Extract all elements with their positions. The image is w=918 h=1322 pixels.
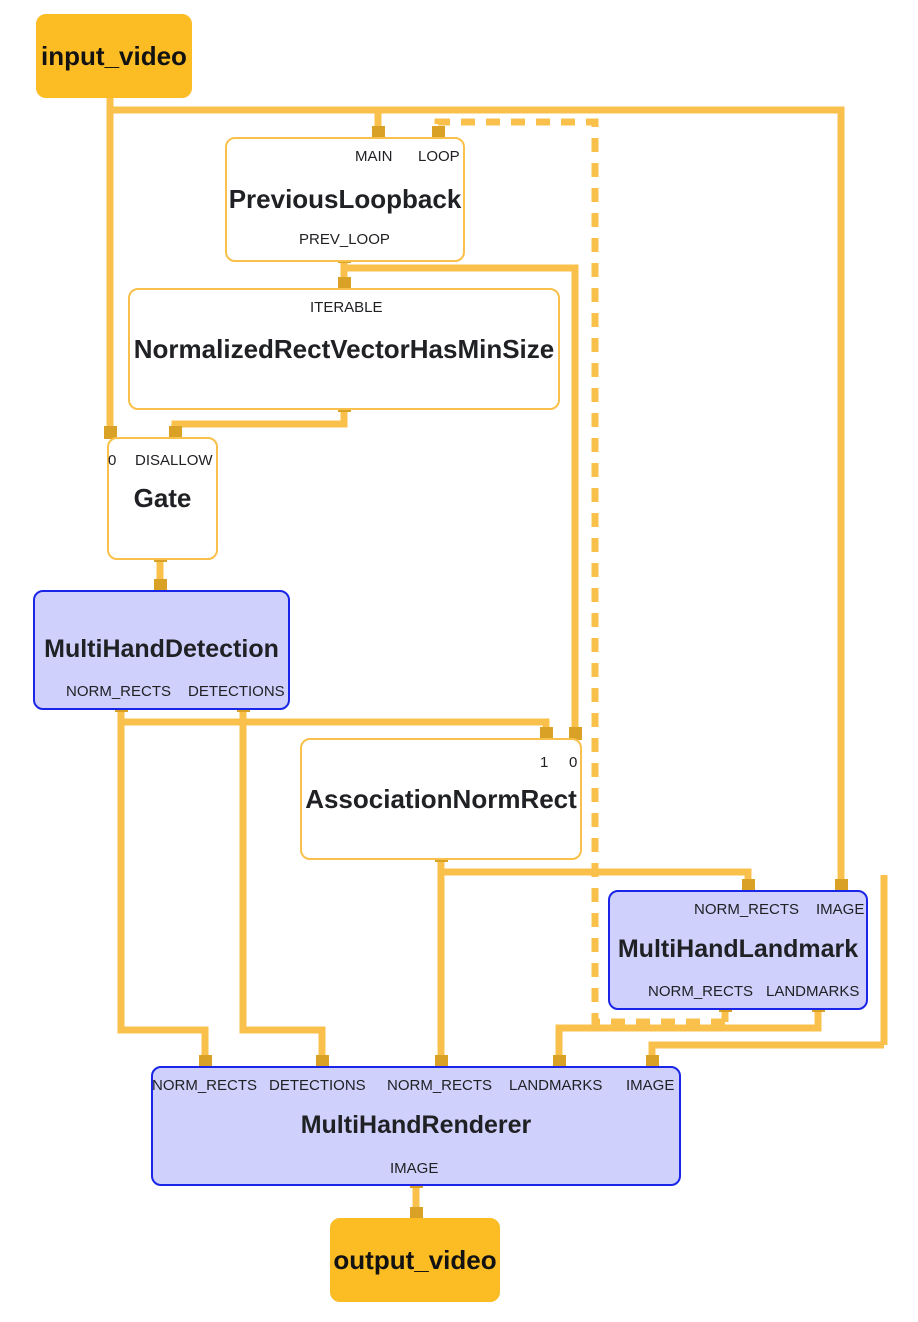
node-min_size[interactable]: NormalizedRectVectorHasMinSize xyxy=(128,288,560,410)
port-renderer-detections-in[interactable] xyxy=(315,1054,329,1068)
port-label-detection-NORM_RECTS: NORM_RECTS xyxy=(66,683,172,700)
node-assoc[interactable]: AssociationNormRect xyxy=(300,738,582,860)
port-label-renderer-DETECTIONS: DETECTIONS xyxy=(269,1077,366,1094)
port-label-assoc-1: 1 xyxy=(540,754,549,771)
node-landmark[interactable]: MultiHandLandmark xyxy=(608,890,868,1010)
node-label-gate: Gate xyxy=(133,483,192,514)
edge-input_video-to-prevloop-main xyxy=(106,96,382,132)
port-label-prev_loop-MAIN: MAIN xyxy=(355,148,393,165)
port-minsize-iterable-in[interactable] xyxy=(337,276,351,290)
port-label-renderer-IMAGE_OUT: IMAGE xyxy=(390,1160,439,1177)
port-renderer-landmarks-in[interactable] xyxy=(552,1054,566,1068)
node-input_video[interactable]: input_video xyxy=(36,14,192,98)
edge-landmark-landmarks-to-renderer-image xyxy=(648,1041,884,1061)
node-label-prev_loop: PreviousLoopback xyxy=(228,184,462,215)
edge-landmark-normrects-feedback-to-prevloop-loop xyxy=(434,118,725,1026)
node-label-output_video: output_video xyxy=(333,1244,497,1275)
port-renderer-normrects-a-in[interactable] xyxy=(198,1054,212,1068)
port-gate-disallow-in[interactable] xyxy=(168,425,182,439)
port-assoc-0-in[interactable] xyxy=(568,726,582,740)
node-output_video[interactable]: output_video xyxy=(330,1218,500,1302)
port-renderer-normrects-b-in[interactable] xyxy=(434,1054,448,1068)
port-landmark-normrects-in[interactable] xyxy=(741,878,755,892)
port-landmark-image-in[interactable] xyxy=(834,878,848,892)
port-prevloop-loop-in[interactable] xyxy=(431,125,445,139)
node-label-renderer: MultiHandRenderer xyxy=(300,1111,532,1140)
edge-prevloop-prev_loop-to-assoc-0 xyxy=(344,264,579,733)
port-label-landmark-NORM_RECTS_IN: NORM_RECTS xyxy=(694,901,800,918)
node-prev_loop[interactable]: PreviousLoopback xyxy=(225,137,465,262)
node-label-input_video: input_video xyxy=(41,40,187,71)
port-label-gate-DISALLOW: DISALLOW xyxy=(135,452,213,469)
node-label-landmark: MultiHandLandmark xyxy=(617,935,859,964)
port-label-prev_loop-PREV_LOOP: PREV_LOOP xyxy=(299,231,390,248)
edge-detection-normrects-to-assoc-1 xyxy=(117,712,209,1061)
node-label-min_size: NormalizedRectVectorHasMinSize xyxy=(133,333,555,364)
port-label-landmark-NORM_RECTS_OUT: NORM_RECTS xyxy=(648,983,754,1000)
port-label-min_size-ITERABLE: ITERABLE xyxy=(310,299,383,316)
node-label-detection: MultiHandDetection xyxy=(44,635,279,664)
port-label-renderer-IMAGE_IN: IMAGE xyxy=(626,1077,675,1094)
port-label-landmark-IMAGE_IN: IMAGE xyxy=(816,901,865,918)
node-renderer[interactable]: MultiHandRenderer xyxy=(151,1066,681,1186)
edge-landmark-landmarks-to-renderer xyxy=(555,1012,822,1061)
edge-minsize-to-gate-disallow xyxy=(171,410,348,432)
port-gate-0-in[interactable] xyxy=(103,425,117,439)
port-label-landmark-LANDMARKS: LANDMARKS xyxy=(766,983,860,1000)
port-assoc-1-in[interactable] xyxy=(539,726,553,740)
edge-input_video-to-landmark-image xyxy=(110,106,845,885)
port-label-detection-DETECTIONS: DETECTIONS xyxy=(188,683,285,700)
port-label-renderer-LANDMARKS: LANDMARKS xyxy=(509,1077,603,1094)
port-renderer-image-in[interactable] xyxy=(645,1054,659,1068)
port-label-gate-0: 0 xyxy=(108,452,117,469)
edge-detection-normrects-to-assoc xyxy=(121,718,550,733)
port-output-video-in[interactable] xyxy=(409,1206,423,1220)
port-label-assoc-0: 0 xyxy=(569,754,578,771)
port-label-renderer-NORM_RECTS_B: NORM_RECTS xyxy=(387,1077,493,1094)
port-label-prev_loop-LOOP: LOOP xyxy=(418,148,460,165)
node-gate[interactable]: Gate xyxy=(107,437,218,560)
port-label-renderer-NORM_RECTS_A: NORM_RECTS xyxy=(152,1077,258,1094)
port-detection-in[interactable] xyxy=(153,578,167,592)
node-detection[interactable]: MultiHandDetection xyxy=(33,590,290,710)
edge-detection-detections-to-renderer xyxy=(239,712,326,1061)
node-label-assoc: AssociationNormRect xyxy=(305,783,577,814)
port-prevloop-main-in[interactable] xyxy=(371,125,385,139)
